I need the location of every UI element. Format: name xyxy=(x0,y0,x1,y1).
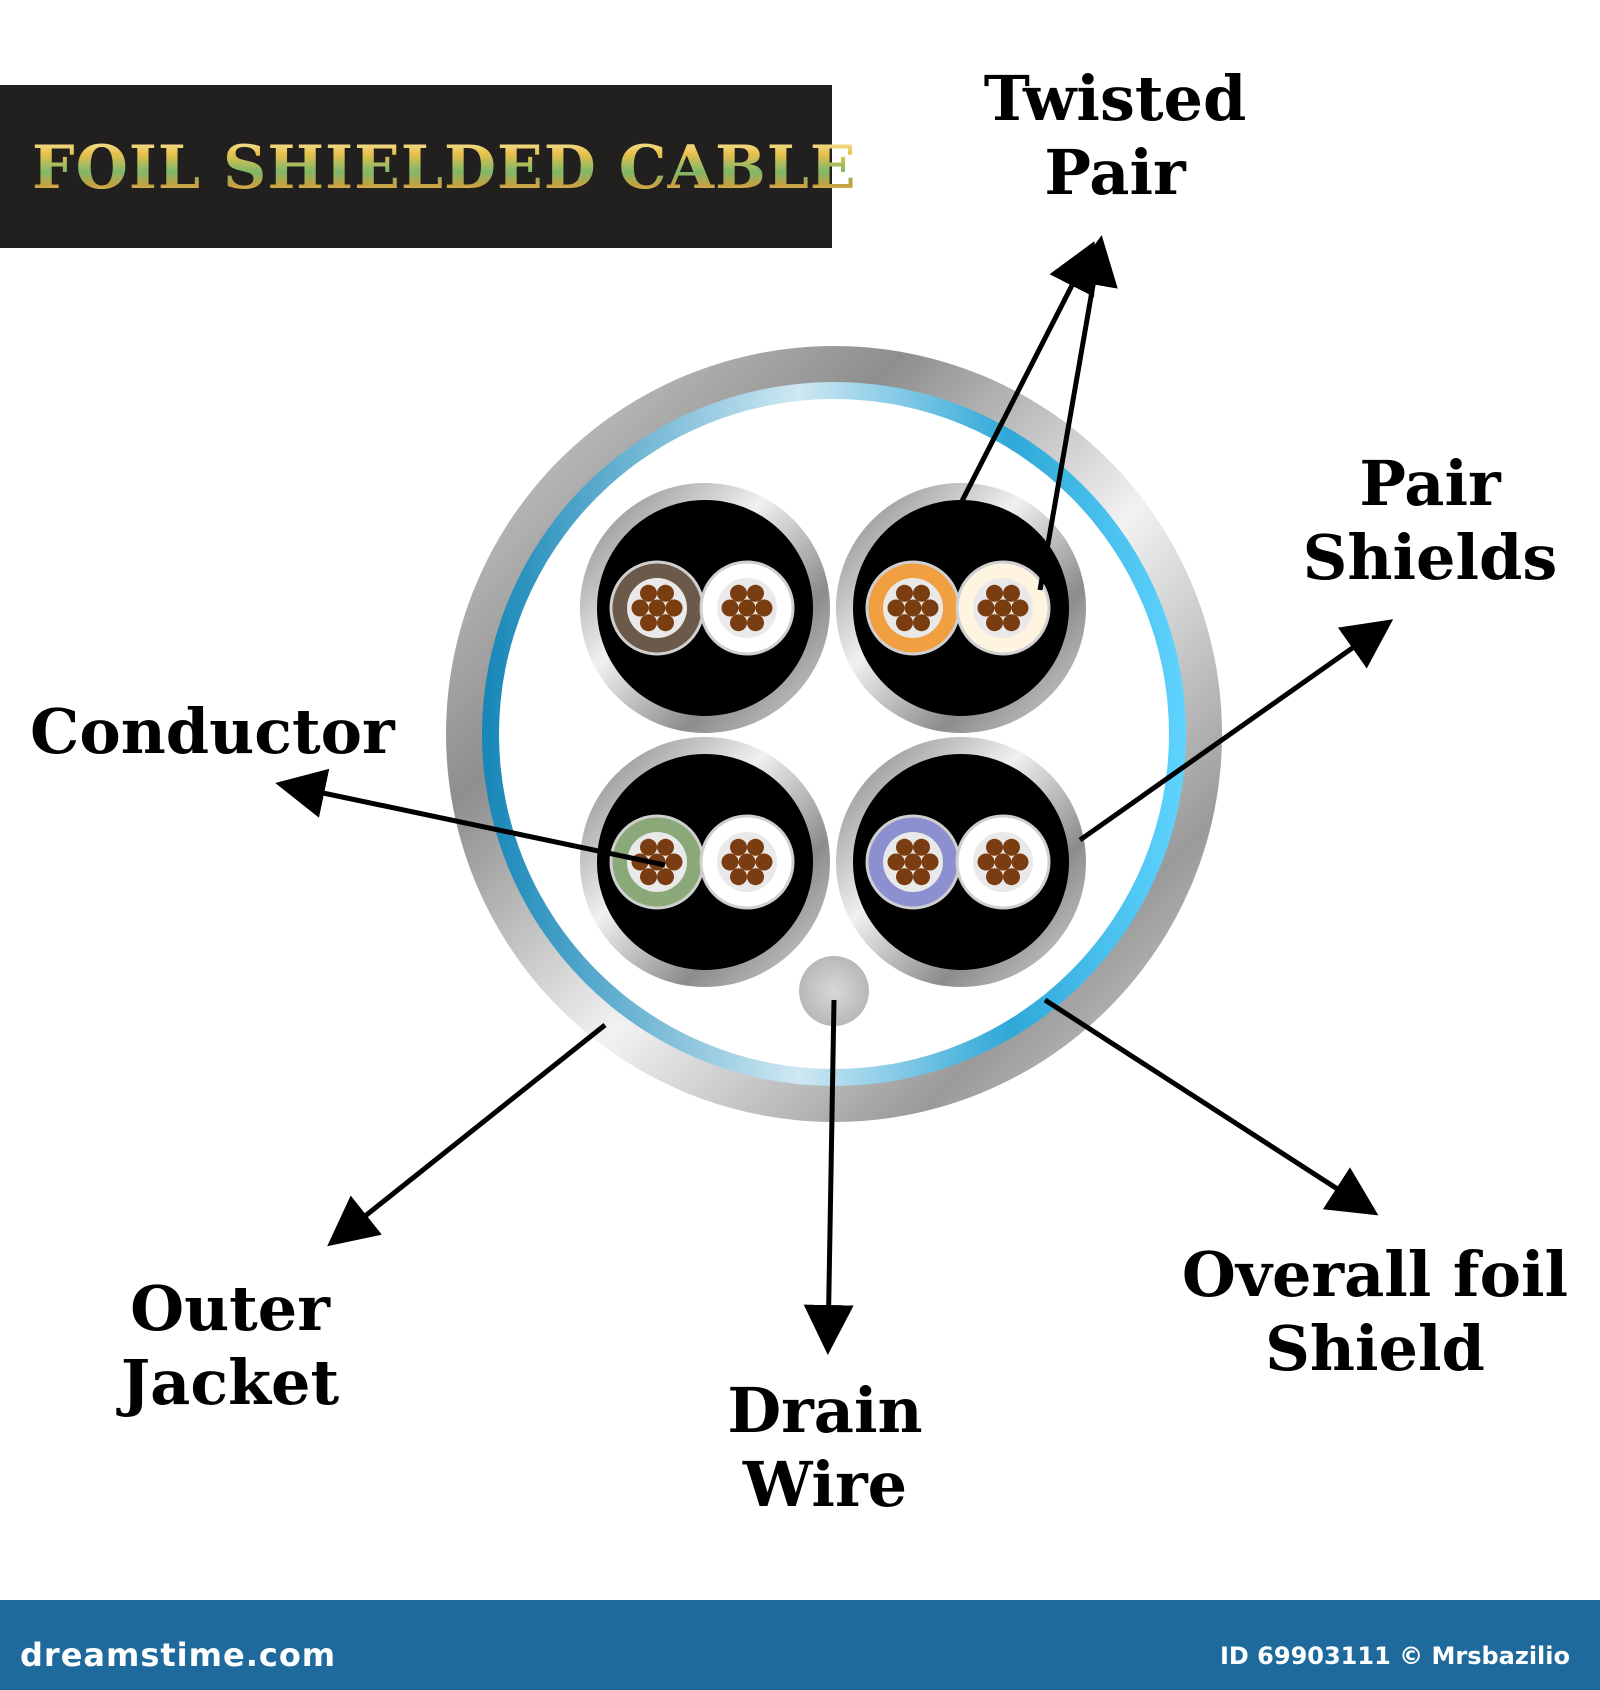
conductor-strand xyxy=(738,853,756,871)
conductor-strand xyxy=(657,584,674,602)
twisted-pair-bottom-right xyxy=(836,737,1086,987)
callout-arrows xyxy=(275,235,1394,1355)
conductor-strand xyxy=(904,599,922,617)
conductor-strand xyxy=(631,599,649,617)
arrow-twisted-pair-1 xyxy=(957,241,1095,507)
conductor-strand xyxy=(887,599,905,617)
conductor-strand xyxy=(755,599,773,617)
conductor-strand xyxy=(747,868,764,886)
conductor-strand xyxy=(640,838,657,856)
conductor-strand xyxy=(747,584,764,602)
conductor-strand xyxy=(730,838,747,856)
conductor-strand xyxy=(896,614,913,632)
label-twisted-pair-line1: Twisted xyxy=(983,62,1247,135)
conductor-strand xyxy=(730,614,747,632)
conductor-strand xyxy=(977,599,995,617)
conductor-strand xyxy=(657,838,674,856)
label-twisted-pair: Twisted Pair xyxy=(975,62,1255,210)
label-pair-shields: Pair Shields xyxy=(1300,447,1560,595)
conductor-strand xyxy=(721,853,739,871)
footer-brand: dreamstime.com xyxy=(20,1636,337,1674)
conductor-strand xyxy=(896,868,913,886)
conductor-strand xyxy=(738,599,756,617)
arrow-pair-shields xyxy=(1078,619,1394,843)
conductor-strand xyxy=(721,599,739,617)
conductor-strand xyxy=(986,614,1003,632)
twisted-pair-top-right xyxy=(836,483,1086,733)
conductor-strand xyxy=(755,853,773,871)
label-overall-foil-line1: Overall foil xyxy=(1181,1238,1569,1311)
conductor-strand xyxy=(994,599,1012,617)
conductor-strand xyxy=(896,584,913,602)
conductor-strand xyxy=(986,868,1003,886)
arrow-conductor xyxy=(275,768,666,868)
label-drain-wire-line2: Wire xyxy=(742,1448,908,1521)
conductor-strand xyxy=(640,614,657,632)
conductor-strand xyxy=(986,838,1003,856)
drain-wire xyxy=(799,956,869,1026)
conductor-strand xyxy=(1011,853,1029,871)
conductor-strand xyxy=(913,868,930,886)
label-outer-jacket-line2: Jacket xyxy=(120,1346,340,1419)
conductor-strand xyxy=(921,599,939,617)
conductor-strand xyxy=(747,838,764,856)
conductor-strand xyxy=(665,599,683,617)
label-drain-wire-line1: Drain xyxy=(727,1374,923,1447)
label-outer-jacket: Outer Jacket xyxy=(110,1272,350,1420)
arrow-twisted-pair-2 xyxy=(1037,235,1118,591)
conductor-strand xyxy=(1003,838,1020,856)
label-pair-shields-line2: Shields xyxy=(1302,521,1558,594)
label-outer-jacket-line1: Outer xyxy=(130,1272,330,1345)
label-overall-foil-shield: Overall foil Shield xyxy=(1165,1238,1585,1386)
label-twisted-pair-line2: Pair xyxy=(1044,136,1186,209)
conductor-strand xyxy=(657,868,674,886)
footer-bar: dreamstime.com ID 69903111 © Mrsbazilio xyxy=(0,1600,1600,1690)
arrow-drain-wire xyxy=(803,999,854,1355)
conductor-strand xyxy=(913,584,930,602)
conductor-strand xyxy=(913,838,930,856)
conductor-strand xyxy=(1003,584,1020,602)
conductor-strand xyxy=(913,614,930,632)
conductor-strand xyxy=(986,584,1003,602)
conductor-strand xyxy=(730,868,747,886)
label-pair-shields-line1: Pair xyxy=(1359,447,1501,520)
conductor-strand xyxy=(921,853,939,871)
conductor-strand xyxy=(640,868,657,886)
conductor-strand xyxy=(665,853,683,871)
twisted-pair-bottom-left xyxy=(580,737,830,987)
label-conductor: Conductor xyxy=(30,695,395,768)
conductor-strand xyxy=(657,614,674,632)
label-overall-foil-line2: Shield xyxy=(1265,1312,1485,1385)
conductor-strand xyxy=(977,853,995,871)
conductor-strand xyxy=(1011,599,1029,617)
conductor-strand xyxy=(648,599,666,617)
twisted-pair-top-left xyxy=(580,483,830,733)
arrow-outer-jacket xyxy=(327,1023,607,1247)
conductor-strand xyxy=(747,614,764,632)
label-drain-wire: Drain Wire xyxy=(700,1374,950,1522)
conductor-strand xyxy=(904,853,922,871)
conductor-strand xyxy=(994,853,1012,871)
title-banner: FOIL SHIELDED CABLE xyxy=(0,85,856,248)
conductor-strand xyxy=(640,584,657,602)
conductor-strand xyxy=(896,838,913,856)
conductor-strand xyxy=(1003,614,1020,632)
arrow-overall-foil xyxy=(1043,997,1379,1216)
diagram-title: FOIL SHIELDED CABLE xyxy=(32,133,857,203)
conductor-strand xyxy=(1003,868,1020,886)
conductor-strand xyxy=(887,853,905,871)
conductor-strand xyxy=(730,584,747,602)
footer-image-id: ID 69903111 © Mrsbazilio xyxy=(1219,1642,1570,1670)
